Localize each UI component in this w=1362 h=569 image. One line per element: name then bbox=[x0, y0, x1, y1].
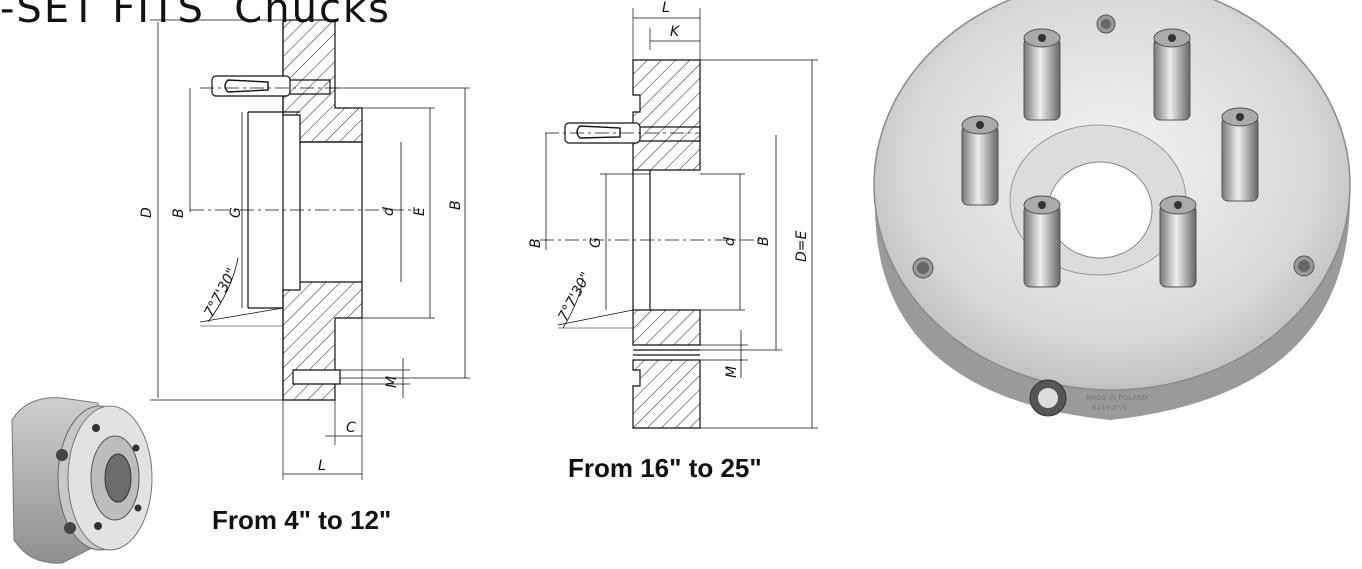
pin bbox=[961, 115, 999, 206]
dim-label-G: G bbox=[228, 207, 244, 218]
dim-label-d: d bbox=[381, 207, 397, 216]
pin bbox=[1153, 28, 1191, 121]
dim-label-angle2: 7°7'30" bbox=[555, 270, 594, 324]
dim-label-L: L bbox=[318, 458, 326, 474]
drawing-large-adapter bbox=[540, 8, 818, 429]
dim-label-L2: L bbox=[662, 0, 670, 16]
dim-label-B: B bbox=[171, 208, 187, 218]
dim-label-DE: D=E bbox=[794, 230, 810, 262]
pin bbox=[1023, 195, 1061, 288]
adapter-plate-photo: MADE IN POLAND 6245-8"/5 bbox=[873, 0, 1351, 420]
pin bbox=[1023, 28, 1061, 121]
caption-large-sizes: From 16" to 25" bbox=[568, 453, 762, 483]
dim-label-angle: 7°7'30" bbox=[201, 266, 240, 320]
dim-label-E: E bbox=[412, 207, 428, 216]
dim-label-G2: G bbox=[588, 237, 604, 248]
dim-label-B2: B bbox=[528, 238, 544, 248]
dim-label-M2: M bbox=[724, 366, 740, 378]
dim-label-B2-right: B bbox=[756, 236, 772, 246]
dim-label-C: C bbox=[346, 420, 356, 436]
dim-label-d2: d bbox=[722, 237, 738, 246]
dim-label-B-right: B bbox=[448, 200, 464, 210]
dim-label-K: K bbox=[670, 24, 681, 40]
dim-label-D: D bbox=[139, 207, 155, 218]
stamp-text-line1: MADE IN POLAND bbox=[1086, 394, 1148, 402]
caption-small-sizes: From 4" to 12" bbox=[212, 505, 392, 535]
pin bbox=[1221, 107, 1259, 202]
pin bbox=[1159, 195, 1197, 288]
small-chuck-photo bbox=[11, 397, 153, 564]
stamp-text-line2: 6245-8"/5 bbox=[1092, 404, 1127, 412]
drawing-small-adapter bbox=[150, 19, 470, 480]
dim-label-M: M bbox=[384, 376, 400, 388]
